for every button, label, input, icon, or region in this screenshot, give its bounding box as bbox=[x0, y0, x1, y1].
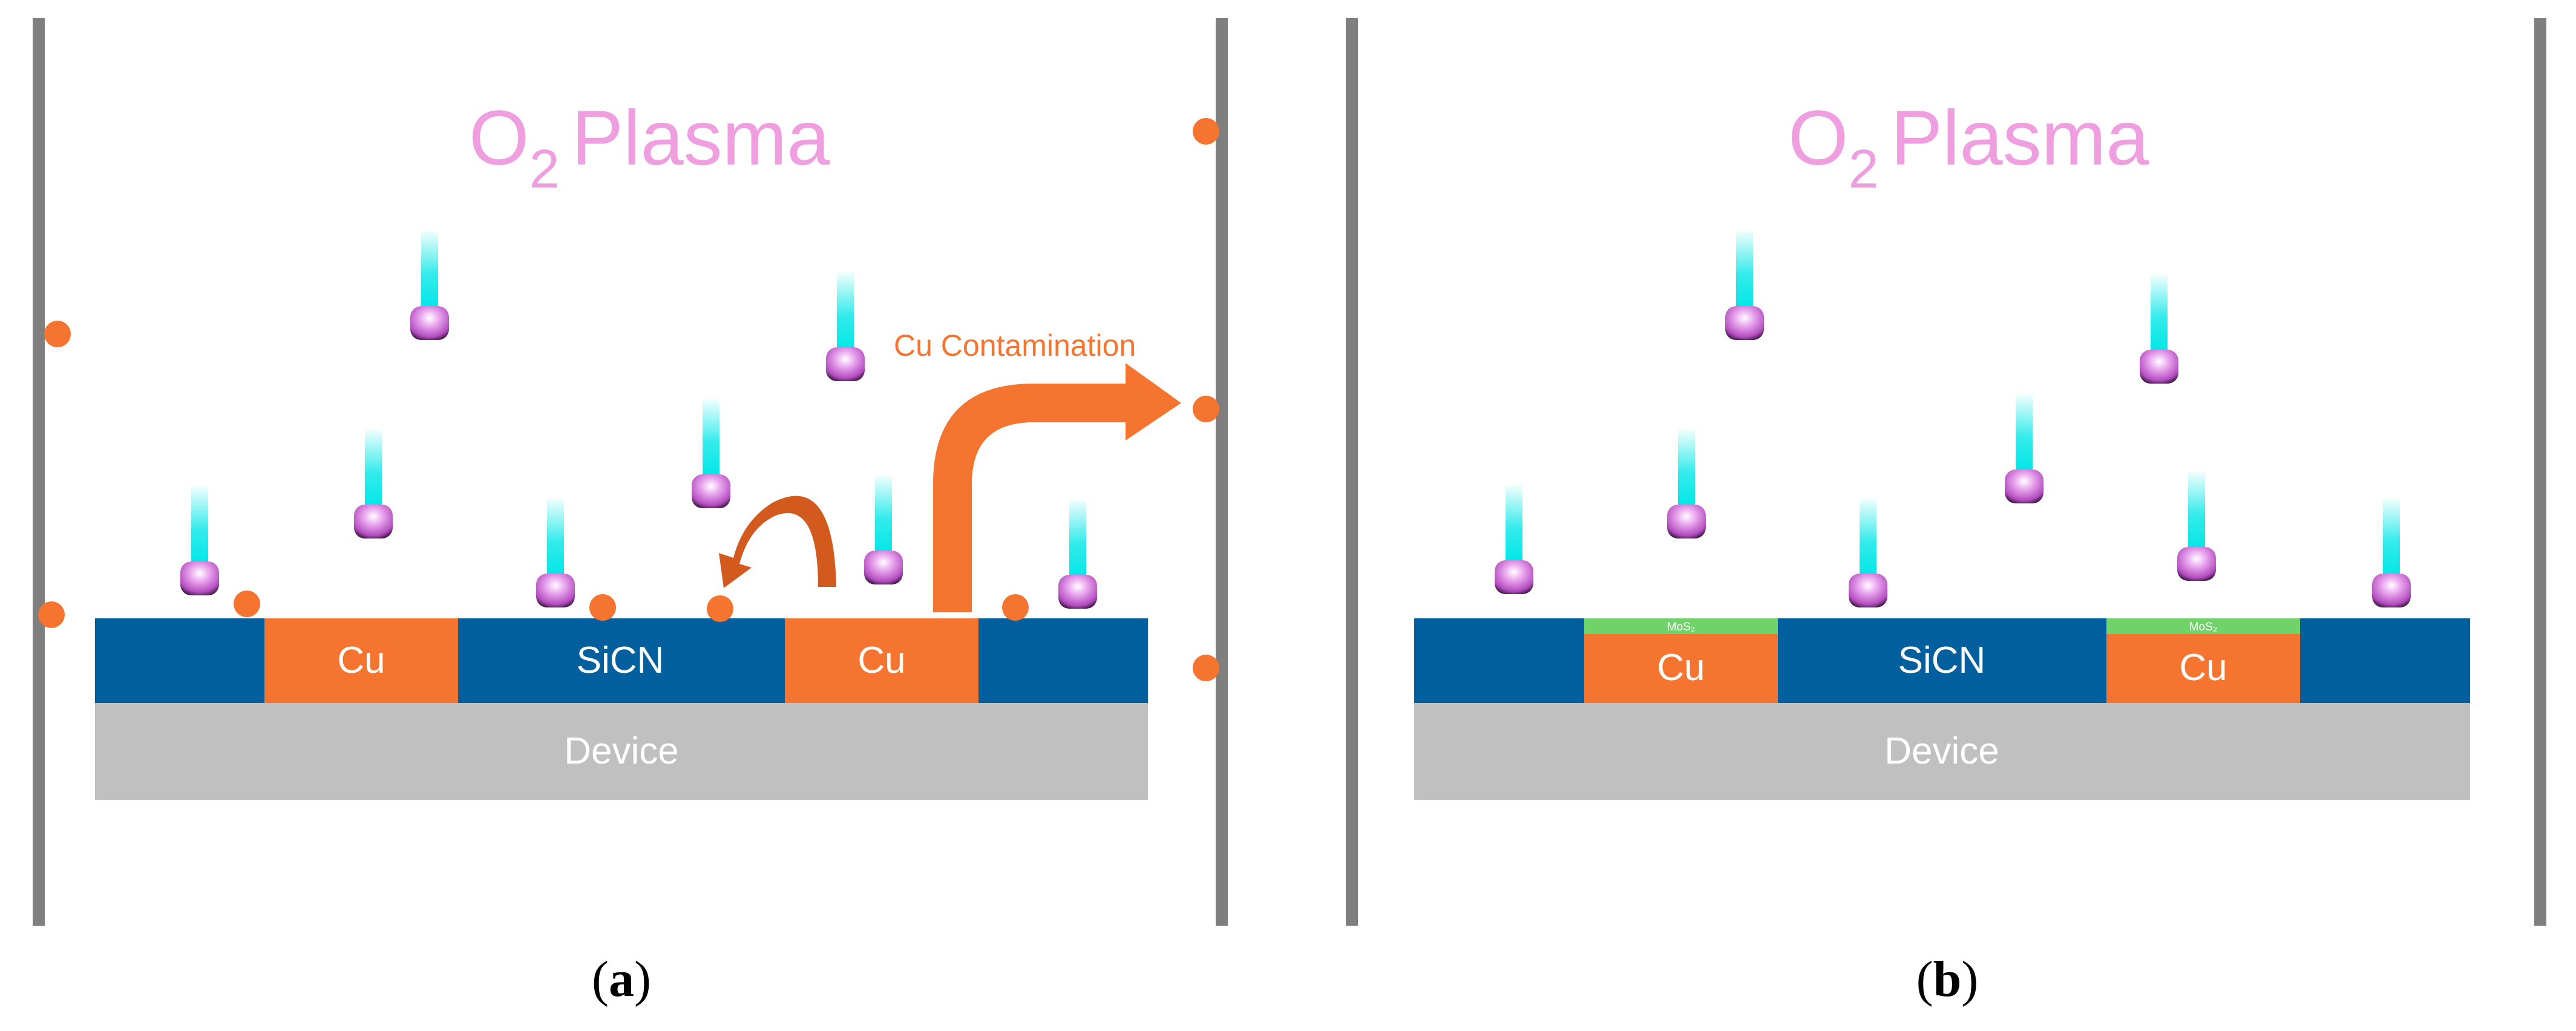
cu-contamination-label: Cu Contamination bbox=[894, 329, 1136, 362]
mos2-cap-right bbox=[2106, 618, 2300, 634]
device-label: Device bbox=[1884, 730, 1999, 772]
mos2-cap-left bbox=[1584, 618, 1778, 634]
cu-particle bbox=[1193, 118, 1219, 145]
oxygen-ion bbox=[354, 430, 393, 538]
cu-pad-left bbox=[264, 618, 458, 703]
oxygen-ion bbox=[1058, 500, 1097, 609]
oxygen-ion bbox=[692, 399, 730, 508]
cu-particle bbox=[707, 595, 733, 622]
caption-b-letter: b bbox=[1933, 951, 1962, 1007]
oxygen-ion bbox=[2177, 472, 2216, 581]
oxygen-ion bbox=[2372, 499, 2411, 607]
oxygen-ions bbox=[1495, 231, 2411, 607]
cu-left-label: Cu bbox=[1657, 647, 1705, 689]
chamber-wall-right bbox=[2534, 18, 2546, 926]
cu-particle bbox=[44, 321, 71, 347]
oxygen-ions bbox=[180, 231, 1097, 609]
oxygen-ion bbox=[826, 272, 865, 381]
cu-particle bbox=[1002, 594, 1029, 621]
cu-particle bbox=[1193, 396, 1219, 422]
chamber-wall-left bbox=[1346, 18, 1358, 926]
cu-particle bbox=[589, 594, 616, 621]
cu-particle bbox=[234, 591, 260, 617]
cu-particles bbox=[38, 118, 1219, 681]
device-label: Device bbox=[564, 730, 679, 772]
chamber-wall-left bbox=[33, 18, 45, 926]
oxygen-ion bbox=[1667, 430, 1706, 538]
caption-a: (a) bbox=[592, 951, 651, 1007]
chamber-wall-right bbox=[1216, 18, 1228, 926]
oxygen-ion bbox=[1495, 485, 1533, 594]
cu-left-label: Cu bbox=[337, 640, 385, 681]
redeposition-arrow bbox=[719, 496, 836, 588]
device-layer bbox=[95, 702, 1148, 800]
oxygen-ion bbox=[1725, 231, 1764, 340]
caption-a-letter: a bbox=[609, 951, 634, 1007]
cu-contamination-arrow bbox=[933, 363, 1181, 612]
oxygen-ion bbox=[2005, 394, 2043, 503]
oxygen-ion bbox=[1849, 499, 1887, 607]
device-layer bbox=[1414, 702, 2470, 800]
oxygen-ion bbox=[2140, 275, 2178, 384]
sicn-label: SiCN bbox=[577, 640, 664, 681]
oxygen-ion bbox=[864, 476, 903, 584]
cu-right-label: Cu bbox=[2179, 647, 2227, 689]
caption-b: (b) bbox=[1916, 951, 1979, 1007]
oxygen-ion bbox=[536, 499, 575, 607]
oxygen-ion bbox=[180, 486, 219, 595]
oxygen-ion bbox=[410, 231, 449, 340]
cu-pad-right bbox=[785, 618, 978, 703]
mos2-right-label: MoS₂ bbox=[2189, 621, 2217, 633]
cu-particle bbox=[38, 601, 65, 628]
mos2-left-label: MoS₂ bbox=[1667, 621, 1695, 633]
sicn-label: SiCN bbox=[1898, 640, 1986, 681]
cu-particle bbox=[1193, 655, 1219, 681]
cu-right-label: Cu bbox=[857, 640, 905, 681]
